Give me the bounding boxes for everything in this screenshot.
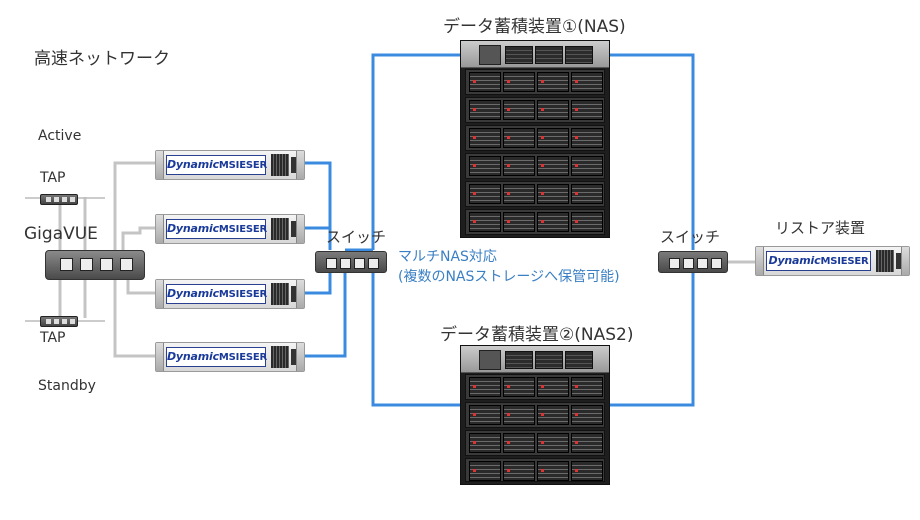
gray-links: [58, 161, 755, 358]
nas2-device: [460, 345, 610, 485]
brand-prefix: Dynamic: [167, 350, 219, 363]
switch-right-device: [658, 251, 728, 273]
capture-device-1: DynamicMSIESER: [155, 150, 305, 180]
blue-links: [303, 53, 695, 407]
tap-top-device: [40, 194, 78, 205]
brand-suffix: MSIESER: [218, 289, 267, 300]
brand-suffix: MSIESER: [218, 352, 267, 363]
capture-device-3: DynamicMSIESER: [155, 279, 305, 309]
brand-prefix: Dynamic: [167, 222, 219, 235]
capture-device-4: DynamicMSIESER: [155, 342, 305, 372]
restore-device: DynamicMSIESER: [755, 246, 910, 276]
multi-nas-note-line1: マルチNAS対応: [398, 249, 497, 265]
switch-right-label: スイッチ: [660, 228, 721, 246]
tap-bottom-device: [40, 316, 78, 327]
switch-left-device: [315, 251, 387, 273]
restore-label: リストア装置: [775, 219, 866, 237]
multi-nas-note-line2: (複数のNASストレージへ保管可能): [398, 269, 620, 285]
brand-prefix: Dynamic: [167, 287, 219, 300]
page-title: 高速ネットワーク: [34, 49, 170, 69]
nas1-device: [460, 40, 610, 238]
tap-bottom-label: TAP: [40, 330, 66, 346]
brand-prefix: Dynamic: [167, 158, 219, 171]
capture-device-2: DynamicMSIESER: [155, 214, 305, 244]
brand-suffix: MSIESER: [218, 160, 267, 171]
brand-suffix: MSIESER: [820, 256, 869, 267]
nas1-label: データ蓄積装置①(NAS): [443, 17, 626, 37]
brand-suffix: MSIESER: [218, 224, 267, 235]
standby-label: Standby: [38, 378, 96, 394]
tap-top-label: TAP: [40, 170, 66, 186]
gigavue-label: GigaVUE: [24, 224, 98, 244]
nas2-label: データ蓄積装置②(NAS2): [440, 325, 634, 345]
brand-prefix: Dynamic: [768, 254, 821, 267]
switch-left-label: スイッチ: [326, 228, 387, 246]
active-label: Active: [38, 128, 82, 144]
gigavue-device: [45, 250, 145, 280]
